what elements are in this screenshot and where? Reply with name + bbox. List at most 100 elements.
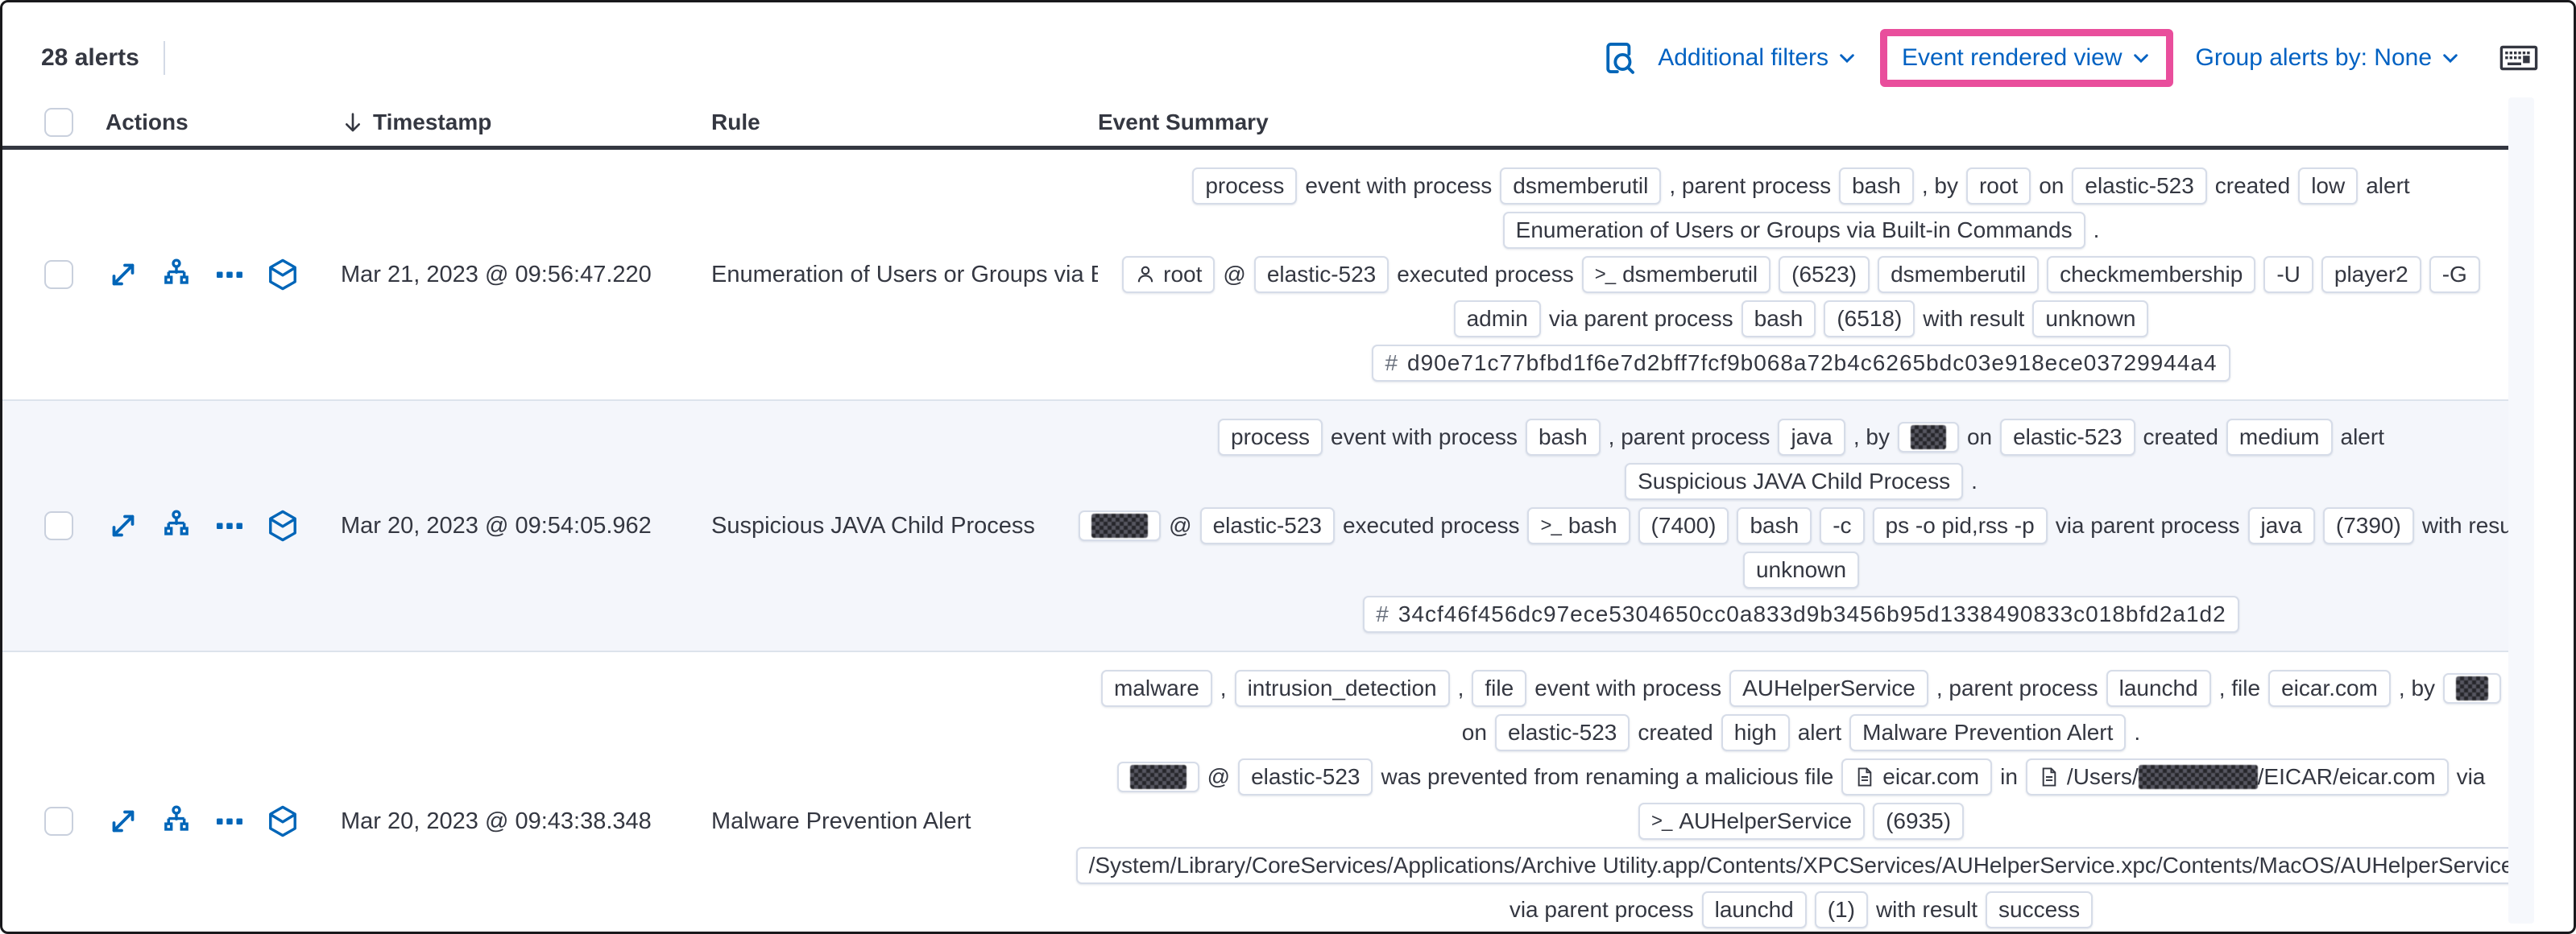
analyze-event-icon[interactable] — [159, 804, 194, 839]
field-badge[interactable]: elastic-523 — [2072, 167, 2207, 205]
more-actions-icon[interactable] — [212, 257, 247, 292]
sort-desc-icon[interactable] — [341, 110, 365, 134]
field-badge[interactable]: (6523) — [1779, 256, 1870, 293]
select-all-checkbox[interactable] — [44, 108, 73, 137]
field-badge[interactable]: elastic-523 — [1238, 758, 1373, 796]
field-badge[interactable]: (1) — [1814, 891, 1868, 928]
field-badge[interactable]: intrusion_detection — [1234, 670, 1450, 707]
field-badge[interactable]: elastic-523 — [2000, 419, 2135, 456]
timestamp-header[interactable]: Timestamp — [373, 110, 492, 134]
row-checkbox[interactable] — [44, 807, 73, 836]
field-badge[interactable]: checkmembership — [2047, 256, 2256, 293]
summary-text: created — [2214, 173, 2291, 198]
field-badge[interactable]: (7400) — [1638, 507, 1729, 544]
field-badge[interactable]: dsmemberutil — [1500, 167, 1662, 205]
field-badge[interactable]: malware — [1100, 670, 1212, 707]
field-badge[interactable]: >_AUHelperService — [1638, 803, 1866, 840]
analyze-event-icon[interactable] — [159, 257, 194, 292]
field-badge[interactable]: elastic-523 — [1199, 507, 1335, 544]
rule-header: Rule — [711, 109, 760, 134]
hash-badge[interactable]: #34cf46f456dc97ece5304650cc0a833d9b3456b… — [1363, 596, 2239, 633]
scrollbar[interactable] — [2508, 97, 2534, 924]
summary-line: unknown — [1742, 552, 1860, 589]
field-badge[interactable]: (7390) — [2322, 507, 2414, 544]
field-badge[interactable]: (6518) — [1824, 300, 1915, 337]
field-badge[interactable]: bash — [1741, 300, 1816, 337]
field-badge[interactable]: >_bash — [1527, 507, 1630, 544]
field-badge[interactable]: unknown — [1742, 552, 1860, 589]
session-cube-icon[interactable] — [265, 257, 300, 292]
field-badge[interactable]: eicar.com — [1841, 758, 1993, 796]
hash-badge[interactable]: #d90e71c77bfbd1f6e7d2bff7fcf9b068a72b4c6… — [1372, 345, 2230, 382]
field-badge[interactable]: unknown — [2032, 300, 2149, 337]
field-badge[interactable] — [1897, 422, 1959, 453]
summary-text: on — [1461, 720, 1487, 745]
field-badge[interactable] — [2443, 673, 2502, 704]
summary-text: @ — [1223, 262, 1246, 287]
field-badge[interactable]: root — [1965, 167, 2031, 205]
field-badge[interactable]: java — [2247, 507, 2315, 544]
field-badge[interactable]: /System/Library/CoreServices/Application… — [1075, 847, 2527, 884]
field-badge[interactable]: >_dsmemberutil — [1581, 256, 1771, 293]
field-badge[interactable]: (6935) — [1873, 803, 1965, 840]
field-badge[interactable]: -c — [1820, 507, 1865, 544]
field-badge[interactable]: bash — [1737, 507, 1812, 544]
field-badge[interactable]: low — [2298, 167, 2359, 205]
field-badge[interactable] — [1079, 510, 1162, 541]
actions-header: Actions — [106, 110, 188, 134]
analyze-event-icon[interactable] — [159, 508, 194, 543]
field-badge[interactable]: elastic-523 — [1253, 256, 1389, 293]
summary-text: , parent process — [1669, 173, 1832, 198]
field-badge[interactable]: launchd — [2106, 670, 2211, 707]
field-badge[interactable]: player2 — [2321, 256, 2421, 293]
additional-filters-button[interactable]: Additional filters — [1658, 44, 1857, 72]
field-badge[interactable]: java — [1778, 419, 1845, 456]
field-badge[interactable]: process — [1218, 419, 1323, 456]
summary-text: alert — [2366, 173, 2410, 198]
group-alerts-by-button[interactable]: Group alerts by: None — [2196, 44, 2461, 72]
session-cube-icon[interactable] — [265, 508, 300, 543]
summary-text: was prevented from renaming a malicious … — [1381, 764, 1834, 789]
field-badge[interactable]: root — [1122, 256, 1216, 293]
field-badge[interactable]: success — [1986, 891, 2094, 928]
field-badge[interactable]: /Users//EICAR/eicar.com — [2025, 758, 2449, 796]
field-badge[interactable]: Suspicious JAVA Child Process — [1625, 463, 1964, 500]
expand-icon[interactable] — [106, 508, 141, 543]
row-checkbox[interactable] — [44, 511, 73, 540]
more-actions-icon[interactable] — [212, 804, 247, 839]
row-checkbox[interactable] — [44, 260, 73, 289]
rule-cell: Suspicious JAVA Child Process — [711, 512, 1035, 539]
field-badge[interactable]: process — [1192, 167, 1298, 205]
expand-icon[interactable] — [106, 257, 141, 292]
event-rendered-view-button[interactable]: Event rendered view — [1902, 44, 2151, 72]
field-badge[interactable]: file — [1472, 670, 1527, 707]
field-badge[interactable]: medium — [2226, 419, 2333, 456]
summary-text: alert — [2340, 424, 2384, 449]
field-badge[interactable]: Enumeration of Users or Groups via Built… — [1502, 212, 2085, 249]
field-badge[interactable]: AUHelperService — [1729, 670, 1928, 707]
inspect-icon[interactable] — [1601, 40, 1637, 76]
expand-icon[interactable] — [106, 804, 141, 839]
field-badge[interactable]: eicar.com — [2268, 670, 2391, 707]
field-badge[interactable]: Malware Prevention Alert — [1849, 714, 2127, 751]
field-badge[interactable]: high — [1721, 714, 1790, 751]
keyboard-shortcuts-icon[interactable] — [2499, 44, 2538, 72]
field-badge[interactable]: -G — [2429, 256, 2480, 293]
field-badge[interactable]: bash — [1525, 419, 1601, 456]
session-cube-icon[interactable] — [265, 804, 300, 839]
field-badge[interactable]: bash — [1839, 167, 1914, 205]
field-badge[interactable]: dsmemberutil — [1878, 256, 2040, 293]
summary-text: , by — [1853, 424, 1890, 449]
more-actions-icon[interactable] — [212, 508, 247, 543]
field-badge[interactable]: admin — [1453, 300, 1541, 337]
field-badge[interactable] — [1116, 762, 1199, 792]
field-badge[interactable]: launchd — [1701, 891, 1807, 928]
summary-text: , — [1457, 676, 1464, 700]
field-badge[interactable]: elastic-523 — [1494, 714, 1630, 751]
field-badge[interactable]: ps -o pid,rss -p — [1872, 507, 2048, 544]
field-badge[interactable]: -U — [2263, 256, 2313, 293]
